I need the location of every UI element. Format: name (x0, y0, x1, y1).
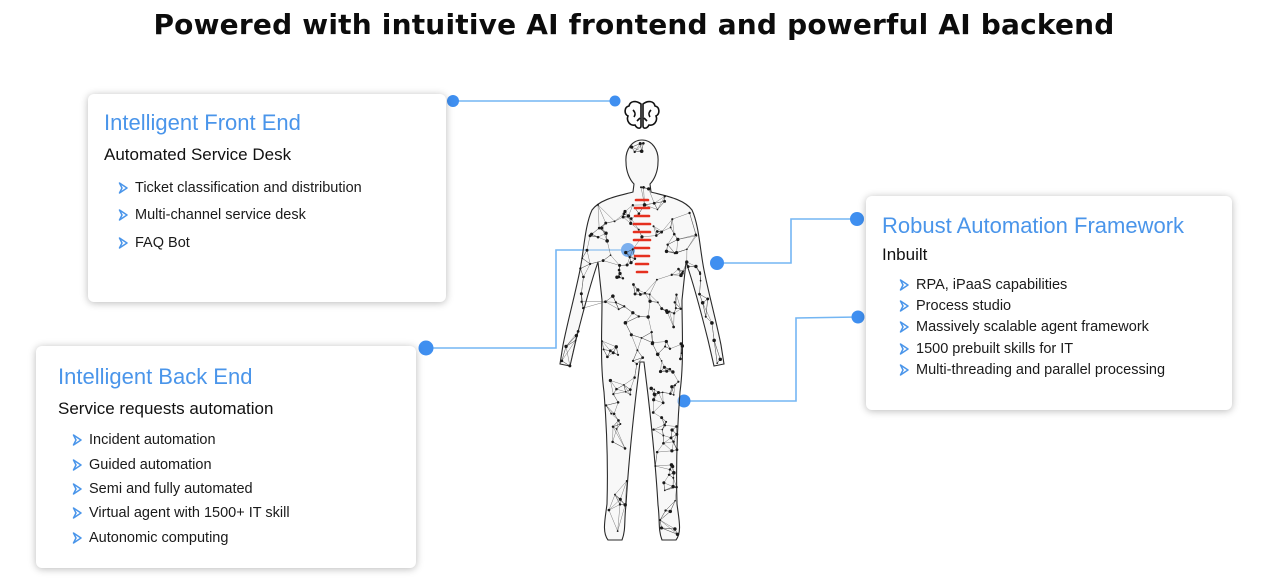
spine-highlight (632, 198, 652, 274)
front-end-list: Ticket classification and distribution M… (118, 174, 430, 257)
connector-dot (850, 212, 864, 226)
list-item: Multi-channel service desk (118, 202, 430, 230)
chevron-right-icon (118, 237, 129, 249)
chevron-right-icon (899, 300, 910, 312)
back-end-subtitle: Service requests automation (58, 399, 274, 418)
chevron-right-icon (899, 321, 910, 334)
chevron-right-icon (72, 532, 83, 544)
list-item: Ticket classification and distribution (118, 174, 430, 202)
list-item: Semi and fully automated (72, 477, 394, 501)
body-outline (559, 139, 725, 541)
list-item: Incident automation (72, 428, 394, 452)
chevron-right-icon (72, 483, 83, 495)
front-end-title: Intelligent Front End (104, 110, 301, 135)
back-end-title: Intelligent Back End (58, 364, 253, 389)
connector-dot (710, 256, 724, 270)
connector-automation-bottom (684, 316, 859, 402)
network-mesh (560, 141, 722, 537)
automation-subtitle: Inbuilt (882, 245, 928, 264)
automation-list: RPA, iPaaS capabilities Process studio M… (899, 274, 1216, 381)
chevron-right-icon (899, 278, 910, 291)
automation-title: Robust Automation Framework (882, 213, 1185, 238)
connector-dot (609, 95, 621, 107)
chevron-right-icon (899, 364, 910, 376)
list-item: Autonomic computing (72, 526, 394, 550)
connector-dot (851, 310, 865, 324)
connector-automation-top (717, 218, 857, 264)
list-item: Multi-threading and parallel processing (899, 360, 1216, 381)
chevron-right-icon (72, 458, 83, 471)
automation-card: Robust Automation Framework Inbuilt RPA,… (866, 196, 1232, 410)
list-item: Process studio (899, 295, 1216, 316)
front-end-subtitle: Automated Service Desk (104, 145, 292, 164)
chevron-right-icon (118, 209, 129, 221)
connector-dot (677, 394, 691, 408)
connector-dot (447, 95, 459, 107)
list-item: RPA, iPaaS capabilities (899, 274, 1216, 295)
human-network-figure (559, 100, 725, 541)
list-item: Massively scalable agent framework (899, 317, 1216, 338)
back-end-list: Incident automation Guided automation Se… (72, 428, 394, 550)
chevron-right-icon (118, 182, 129, 194)
connector-dot (418, 340, 434, 356)
list-item: FAQ Bot (118, 229, 430, 257)
chevron-right-icon (72, 434, 83, 446)
chevron-right-icon (899, 343, 910, 355)
back-end-card: Intelligent Back End Service requests au… (36, 346, 416, 568)
front-end-card: Intelligent Front End Automated Service … (88, 94, 446, 302)
list-item: Virtual agent with 1500+ IT skill (72, 501, 394, 525)
list-item: 1500 prebuilt skills for IT (899, 338, 1216, 359)
brain-icon (624, 100, 660, 129)
chevron-right-icon (72, 507, 83, 520)
page-title: Powered with intuitive AI frontend and p… (153, 8, 1115, 41)
connector-back-end (426, 249, 628, 349)
list-item: Guided automation (72, 452, 394, 476)
